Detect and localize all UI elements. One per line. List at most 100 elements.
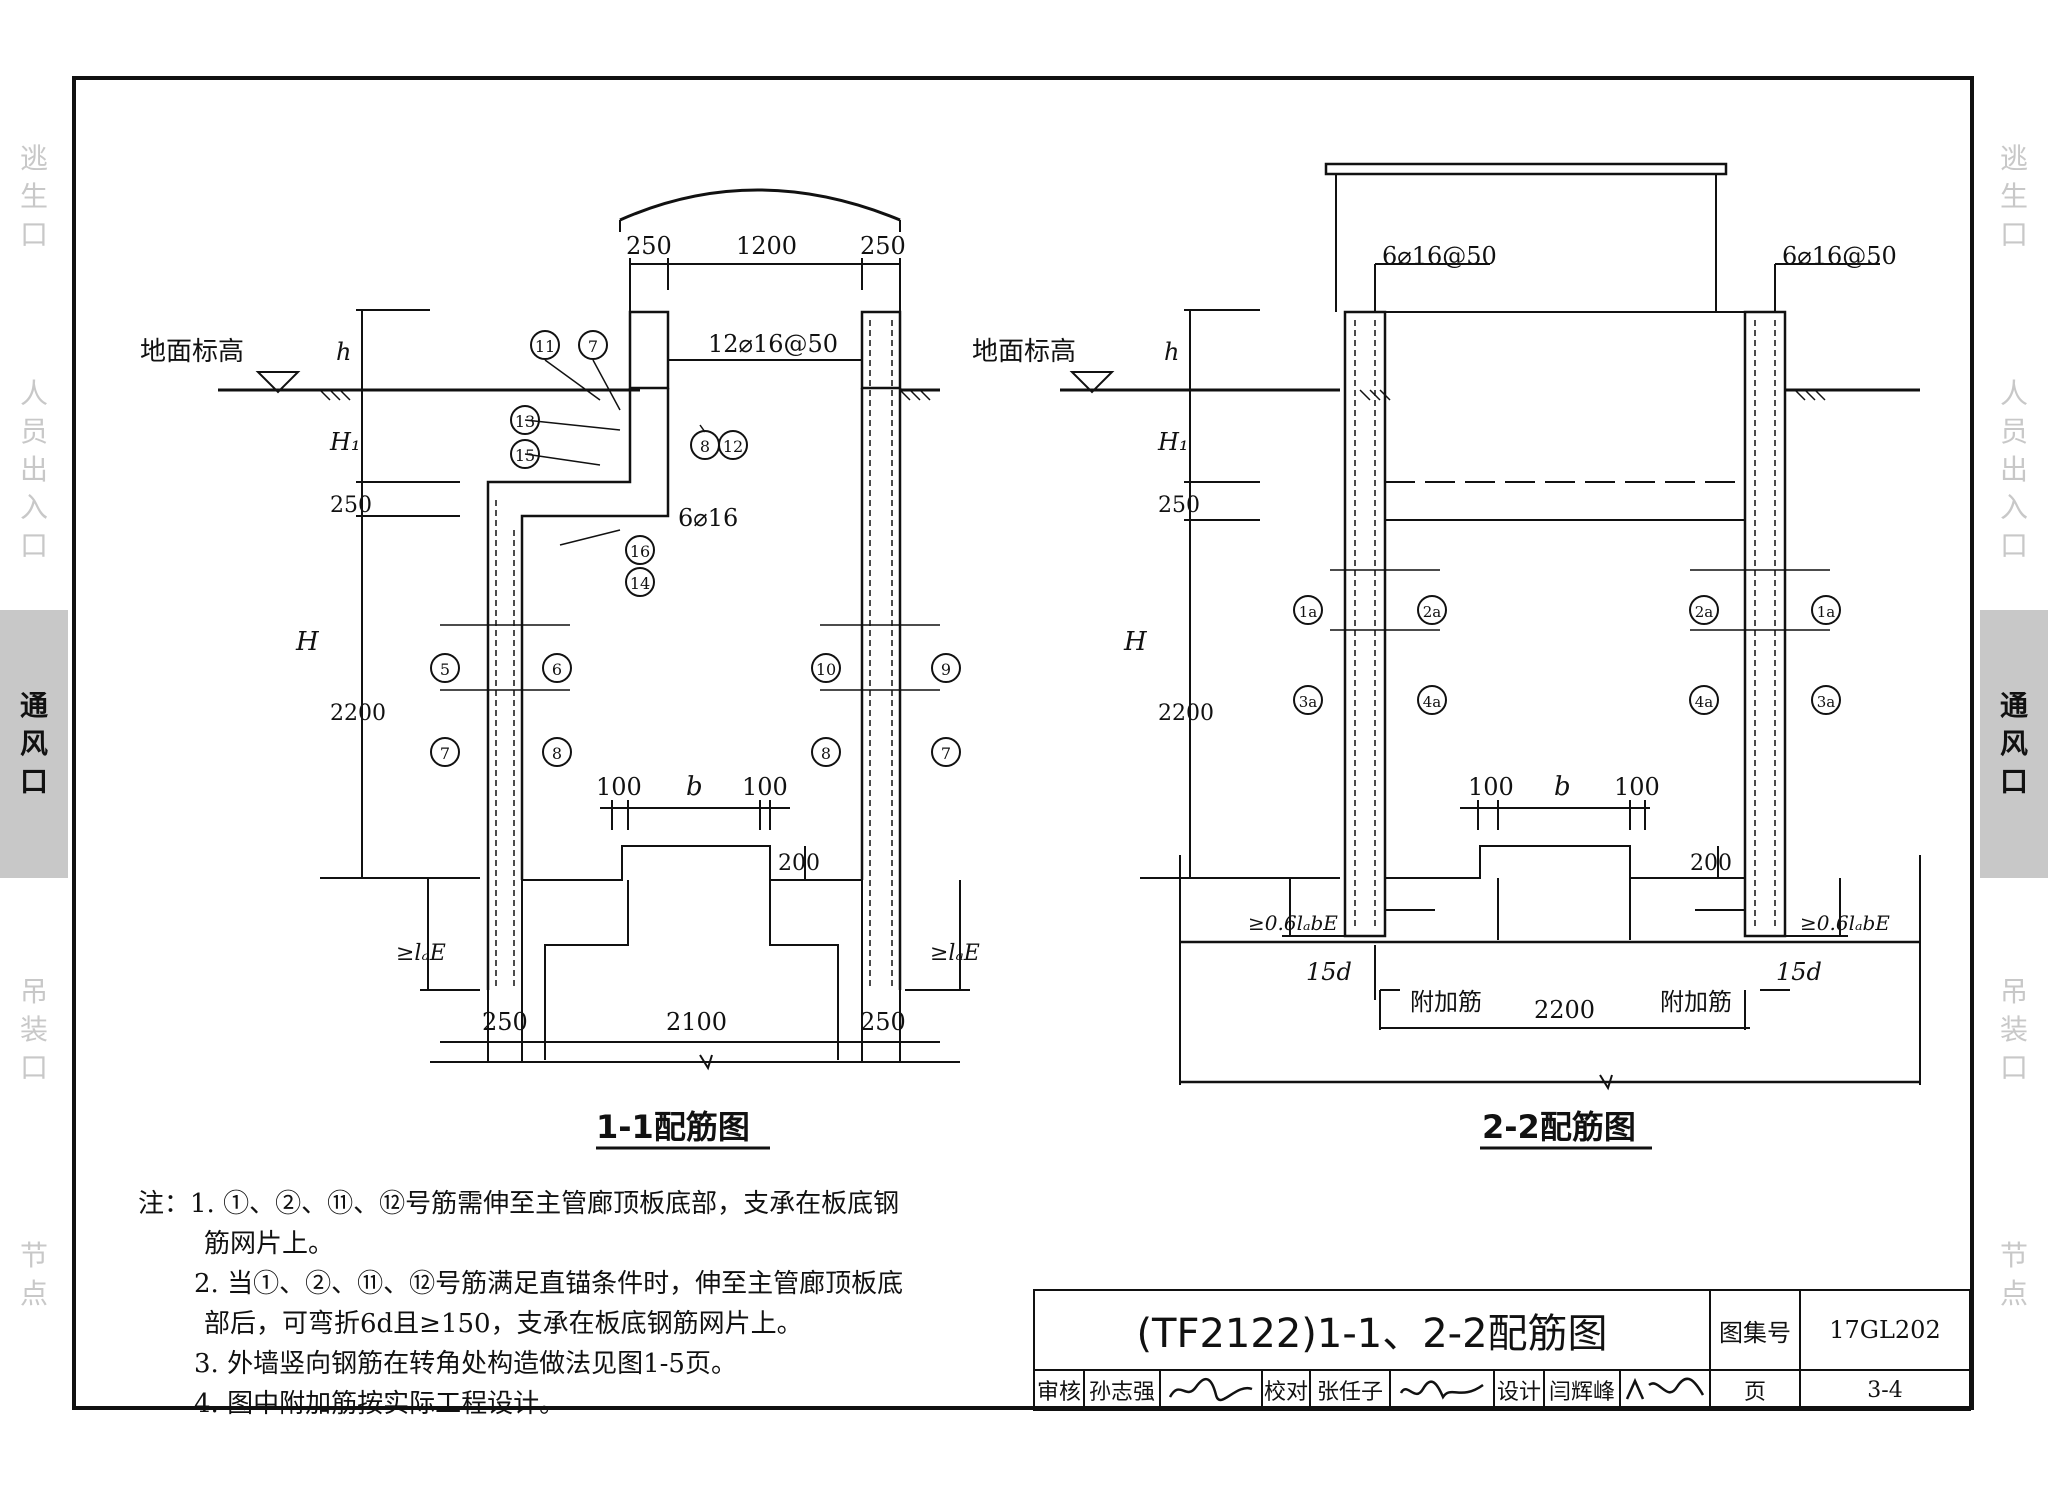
extra-rebar-right: 附加筋: [1660, 988, 1732, 1016]
section-1-1: [218, 188, 970, 1150]
tab-label: 逃生口: [1999, 142, 2028, 251]
dim-top-3: 250: [860, 232, 906, 260]
tab-label: 逃生口: [19, 142, 48, 251]
dim-top-2: 1200: [736, 232, 797, 260]
dim-15d-left: 15d: [1306, 958, 1352, 986]
tab-label: 通风口: [1999, 689, 2028, 798]
tag-2a-r: 2a: [1695, 603, 1714, 621]
base-dim-b: b: [1554, 772, 1571, 802]
labels-1-1: 地面标高 250 1200 250 12⌀16@50 6⌀16 h H₁ 250…: [140, 232, 980, 1146]
tag-9: 9: [941, 660, 951, 679]
tag-8a: 8: [700, 437, 710, 456]
ground-label: 地面标高: [140, 337, 244, 367]
ground-label: 地面标高: [972, 337, 1076, 367]
base-dim-1: 100: [596, 773, 642, 801]
check-label: 校对: [1263, 1380, 1308, 1405]
note-line-2: 筋网片上。: [204, 1229, 335, 1259]
tab-label: 通风口: [19, 689, 48, 798]
dim-h: h: [336, 338, 351, 366]
checker-signature: [1390, 1370, 1494, 1410]
tag-2a: 2a: [1423, 603, 1442, 621]
review-label: 审核: [1036, 1380, 1081, 1405]
tab-vent-left[interactable]: 通风口: [0, 610, 68, 878]
dim-200: 200: [1690, 851, 1732, 876]
designer-name: 闫辉峰: [1548, 1380, 1615, 1405]
dim-H1: H₁: [1157, 428, 1189, 456]
tab-label: 吊装口: [19, 975, 48, 1084]
base-dim-2: 100: [1614, 773, 1660, 801]
note-line-3: 2. 当①、②、⑪、⑫号筋满足直锚条件时，伸至主管廊顶板底: [194, 1269, 904, 1299]
dim-200: 200: [778, 851, 820, 876]
page-label: 页: [1743, 1380, 1766, 1405]
tag-5: 5: [440, 660, 450, 679]
drawing-frame: [72, 76, 1974, 1410]
tab-hoist-left[interactable]: 吊装口: [0, 930, 68, 1130]
tag-7c: 7: [941, 744, 951, 763]
dim-2200: 2200: [1158, 701, 1214, 726]
dim-H1: H₁: [329, 428, 361, 456]
rebar-right-label: 6⌀16@50: [1782, 242, 1897, 270]
dim-15d-right: 15d: [1776, 958, 1822, 986]
labels-2-2: 地面标高 6⌀16@50 6⌀16@50 h H₁ 250 H 2200 100…: [972, 242, 1897, 1146]
tags-1-1: [430, 330, 961, 767]
tab-label: 节点: [1999, 1239, 2028, 1310]
note-line-1: 注：1. ①、②、⑪、⑫号筋需伸至主管廊顶板底部，支承在板底钢: [138, 1189, 900, 1219]
tag-8b: 8: [552, 744, 562, 763]
dim-250: 250: [1158, 493, 1200, 518]
tag-7a: 7: [588, 337, 598, 356]
tag-3a: 3a: [1299, 693, 1318, 711]
tab-vent-right[interactable]: 通风口: [1980, 610, 2048, 878]
base-dim-1: 100: [1468, 773, 1514, 801]
tag-11: 11: [535, 337, 555, 356]
dim-250: 250: [330, 493, 372, 518]
tab-label: 人员出入口: [1999, 377, 2028, 562]
notes: 注：1. ①、②、⑪、⑫号筋需伸至主管廊顶板底部，支承在板底钢 筋网片上。 2.…: [138, 1184, 1018, 1424]
checker-name: 张任子: [1316, 1380, 1383, 1405]
note-line-4: 部后，可弯折6d且≥150，支承在板底钢筋网片上。: [204, 1309, 803, 1339]
tag-4a: 4a: [1423, 693, 1442, 711]
dim-la-left: ≥0.6lₐbE: [1248, 911, 1338, 935]
bottom-dim-2200: 2200: [1534, 996, 1595, 1024]
note-line-5: 3. 外墙竖向钢筋在转角处构造做法见图1-5页。: [194, 1349, 737, 1379]
tab-node-left[interactable]: 节点: [0, 1210, 68, 1340]
note-line-6: 4. 图中附加筋按实际工程设计。: [194, 1389, 566, 1419]
tab-escape-right[interactable]: 逃生口: [1980, 92, 2048, 302]
tags-2-2: [1293, 595, 1841, 715]
tag-1a-r: 1a: [1817, 603, 1836, 621]
tag-10: 10: [816, 660, 836, 679]
section-2-2-title: 2-2配筋图: [1482, 1108, 1636, 1146]
bottom-dim-2: 2100: [666, 1008, 727, 1036]
tag-15: 15: [515, 446, 535, 465]
section-1-1-title: 1-1配筋图: [596, 1108, 750, 1146]
dim-H: H: [1123, 627, 1148, 657]
tag-14: 14: [630, 574, 650, 593]
tab-node-right[interactable]: 节点: [1980, 1210, 2048, 1340]
base-dim-b: b: [686, 772, 703, 802]
tag-3a-r: 3a: [1817, 693, 1836, 711]
tab-personnel-right[interactable]: 人员出入口: [1980, 340, 2048, 600]
tab-personnel-left[interactable]: 人员出入口: [0, 340, 68, 600]
bottom-dim-1: 250: [482, 1008, 528, 1036]
tag-8c: 8: [821, 744, 831, 763]
atlas-number: 17GL202: [1829, 1316, 1941, 1344]
dim-top-1: 250: [626, 232, 672, 260]
page-number: 3-4: [1867, 1377, 1903, 1403]
tag-12: 12: [723, 437, 743, 456]
tab-hoist-right[interactable]: 吊装口: [1980, 930, 2048, 1130]
rebar-mid-label: 6⌀16: [678, 504, 738, 532]
design-label: 设计: [1496, 1380, 1541, 1405]
base-dim-2: 100: [742, 773, 788, 801]
reviewer-name: 孙志强: [1088, 1380, 1155, 1405]
rebar-left-label: 6⌀16@50: [1382, 242, 1497, 270]
tag-13: 13: [515, 412, 535, 431]
tag-6: 6: [552, 660, 562, 679]
tab-label: 吊装口: [1999, 975, 2028, 1084]
drawing-title: (TF2122)1-1、2-2配筋图: [1136, 1311, 1608, 1357]
tab-escape-left[interactable]: 逃生口: [0, 92, 68, 302]
tag-1a: 1a: [1299, 603, 1318, 621]
tab-label: 节点: [19, 1239, 48, 1310]
dim-h: h: [1164, 338, 1179, 366]
dim-H: H: [295, 627, 320, 657]
tag-16: 16: [630, 542, 650, 561]
